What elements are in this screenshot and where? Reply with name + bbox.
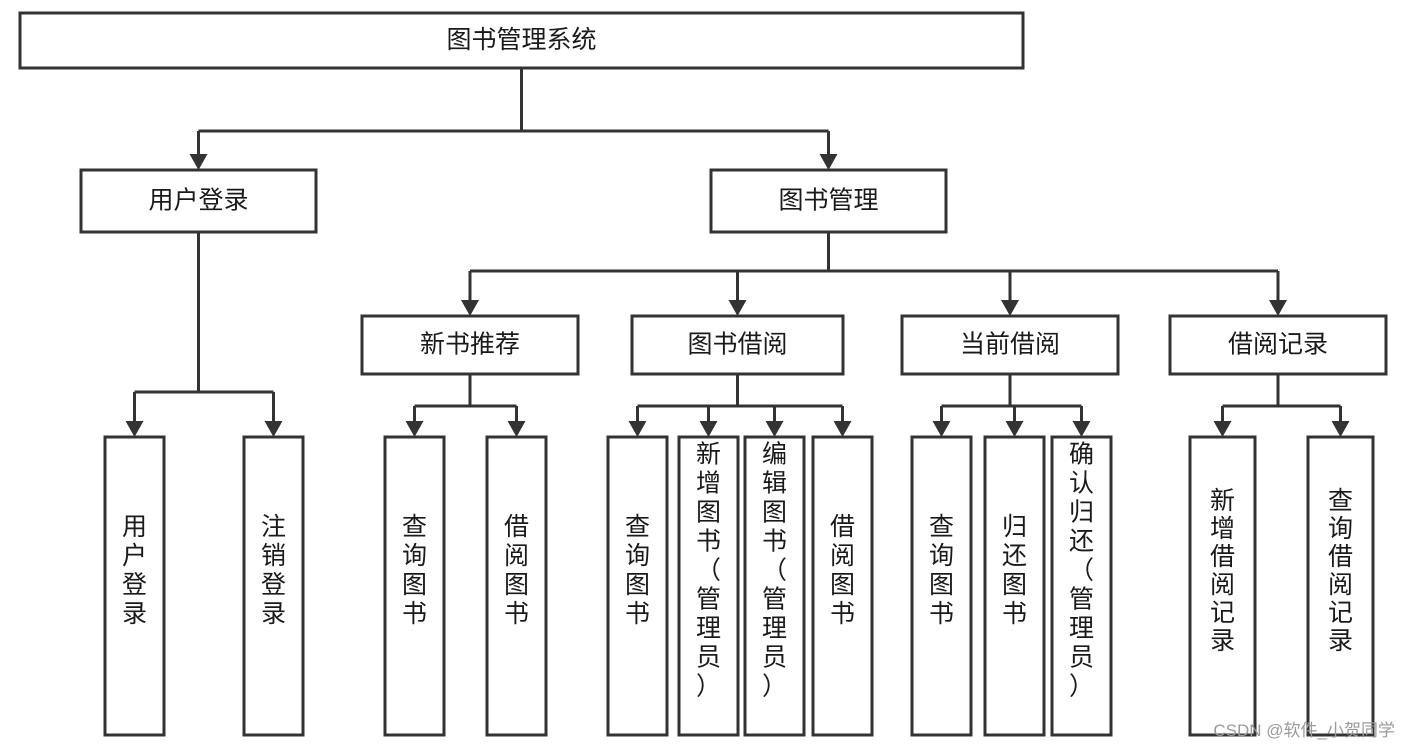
mgmt-to-level3-edge-1-arrowhead <box>728 300 747 316</box>
leaf-node-5[interactable]: 新增图书（管理员） <box>677 435 740 737</box>
leaf-node-8-label: 查询图书 <box>929 513 954 628</box>
leaf-node-6[interactable]: 编辑图书（管理员） <box>743 435 806 737</box>
connector-edges <box>125 68 1350 437</box>
leaf-node-1-box <box>242 435 305 737</box>
leaf-node-11-box <box>1188 435 1257 737</box>
level3-0-to-leaves-edge-0-arrowhead <box>405 421 424 437</box>
leaf-node-5-box <box>677 435 740 737</box>
leaf-node-6-box <box>743 435 806 737</box>
level3-node-3[interactable]: 借阅记录 <box>1168 314 1388 376</box>
leaf-node-4-label: 查询图书 <box>625 513 650 628</box>
leaf-node-7[interactable]: 借阅图书 <box>811 435 874 737</box>
leaf-node-12[interactable]: 查询借阅记录 <box>1306 435 1375 737</box>
level3-2-to-leaves-edge-2-arrowhead <box>1072 421 1091 437</box>
level2-node-1-box <box>709 168 948 234</box>
leaf-node-5-label: 新增图书（管理员） <box>696 440 721 700</box>
leaf-node-11-label: 新增借阅记录 <box>1210 487 1235 655</box>
level2-node-0[interactable]: 用户登录 <box>79 168 318 234</box>
leaf-node-6-label: 编辑图书（管理员） <box>762 440 787 700</box>
level2-node-1-label: 图书管理 <box>778 187 878 215</box>
leaf-node-1[interactable]: 注销登录 <box>242 435 305 737</box>
leaf-node-2-box <box>383 435 446 737</box>
login-to-leaves-edge-1-arrowhead <box>264 421 283 437</box>
level3-0-to-leaves-edge-1-arrowhead <box>507 421 526 437</box>
leaf-node-8-box <box>910 435 973 737</box>
leaf-node-9-box <box>983 435 1046 737</box>
leaf-node-12-label: 查询借阅记录 <box>1328 487 1353 655</box>
mgmt-to-level3-edge-0-arrowhead <box>461 300 479 316</box>
leaf-node-10-label: 确认归还（管理员） <box>1069 440 1094 700</box>
level2-node-1[interactable]: 图书管理 <box>709 168 948 234</box>
level3-1-to-leaves-edge-3-arrowhead <box>833 421 852 437</box>
leaf-node-11[interactable]: 新增借阅记录 <box>1188 435 1257 737</box>
leaf-node-0-box <box>103 435 166 737</box>
level3-3-to-leaves-edge-0-arrowhead <box>1213 421 1232 437</box>
level3-node-3-label: 借阅记录 <box>1228 331 1328 359</box>
root-node-图书管理系统-label: 图书管理系统 <box>446 26 596 54</box>
level2-node-0-label: 用户登录 <box>148 187 248 215</box>
diagram-nodes: 图书管理系统用户登录图书管理新书推荐图书借阅当前借阅借阅记录用户登录注销登录查询… <box>18 11 1388 737</box>
level3-node-1-box <box>630 314 845 376</box>
leaf-node-3-box <box>485 435 548 737</box>
login-to-leaves-edge-0-arrowhead <box>125 421 144 437</box>
level3-node-3-box <box>1168 314 1388 376</box>
level2-node-0-box <box>79 168 318 234</box>
root-node-图书管理系统[interactable]: 图书管理系统 <box>18 11 1025 70</box>
leaf-node-4-box <box>606 435 669 737</box>
root-to-level2-edge-0-arrowhead <box>189 154 208 170</box>
leaf-node-7-box <box>811 435 874 737</box>
level3-1-to-leaves-edge-1-arrowhead <box>699 421 718 437</box>
leaf-node-4[interactable]: 查询图书 <box>606 435 669 737</box>
leaf-node-0-label: 用户登录 <box>122 513 147 628</box>
level3-node-2[interactable]: 当前借阅 <box>900 314 1120 376</box>
level3-2-to-leaves-edge-0-arrowhead <box>932 421 951 437</box>
mgmt-to-level3-edge-3-arrowhead <box>1269 300 1287 316</box>
level3-node-0-box <box>360 314 580 376</box>
level3-node-2-box <box>900 314 1120 376</box>
level3-node-0-label: 新书推荐 <box>420 331 520 359</box>
leaf-node-3-label: 借阅图书 <box>504 513 529 628</box>
root-to-level2-edge-1-arrowhead <box>819 154 838 170</box>
level3-2-to-leaves-edge-1-arrowhead <box>1005 421 1024 437</box>
leaf-node-9[interactable]: 归还图书 <box>983 435 1046 737</box>
level3-1-to-leaves-edge-0-arrowhead <box>628 421 647 437</box>
leaf-node-10[interactable]: 确认归还（管理员） <box>1050 435 1113 737</box>
leaf-node-0[interactable]: 用户登录 <box>103 435 166 737</box>
level3-node-0[interactable]: 新书推荐 <box>360 314 580 376</box>
leaf-node-9-label: 归还图书 <box>1002 513 1027 628</box>
level3-node-1[interactable]: 图书借阅 <box>630 314 845 376</box>
leaf-node-7-label: 借阅图书 <box>830 513 855 628</box>
leaf-node-2[interactable]: 查询图书 <box>383 435 446 737</box>
leaf-node-2-label: 查询图书 <box>402 513 427 628</box>
root-node-图书管理系统-box <box>18 11 1025 70</box>
leaf-node-12-box <box>1306 435 1375 737</box>
leaf-node-10-box <box>1050 435 1113 737</box>
leaf-node-1-label: 注销登录 <box>261 513 286 628</box>
level3-node-2-label: 当前借阅 <box>960 331 1060 359</box>
leaf-node-3[interactable]: 借阅图书 <box>485 435 548 737</box>
level3-3-to-leaves-edge-1-arrowhead <box>1331 421 1350 437</box>
leaf-node-8[interactable]: 查询图书 <box>910 435 973 737</box>
mgmt-to-level3-edge-2-arrowhead <box>1001 300 1019 316</box>
level3-1-to-leaves-edge-2-arrowhead <box>765 421 784 437</box>
level3-node-1-label: 图书借阅 <box>687 331 787 359</box>
